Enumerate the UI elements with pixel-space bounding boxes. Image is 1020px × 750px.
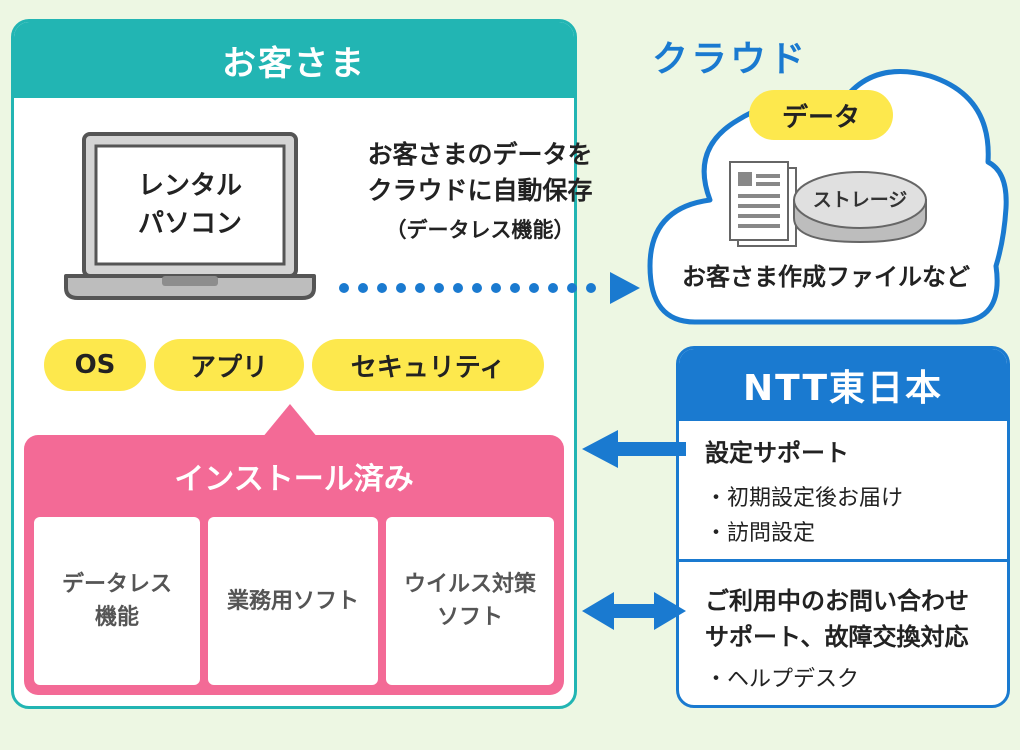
dotted-arrow-to-cloud	[339, 272, 640, 304]
dataless-caption: お客さまのデータを クラウドに自動保存	[330, 137, 630, 208]
ntt-section1-title: 設定サポート	[705, 439, 849, 467]
cloud-title: クラウド	[652, 39, 809, 80]
laptop-label: レンタル パソコン	[96, 168, 284, 243]
ntt-panel: NTT東日本 設定サポート ・初期設定後お届け ・訪問設定 ご利用中のお問い合わ…	[676, 346, 1010, 708]
laptop-label-line2: パソコン	[137, 208, 242, 239]
storage-label: ストレージ	[812, 189, 908, 211]
pill-os: OS	[44, 339, 146, 391]
document-icon	[729, 161, 797, 247]
caption-line1: お客さまのデータを	[367, 140, 593, 169]
pill-app: アプリ	[154, 339, 304, 391]
caption-line2: クラウドに自動保存	[367, 175, 593, 205]
pink-pointer	[262, 404, 318, 438]
installed-title: インストール済み	[174, 462, 414, 497]
ntt-section1-item-2: ・訪問設定	[705, 521, 816, 546]
ntt-section2-title-1: ご利用中のお問い合わせ	[705, 587, 969, 615]
installed-item-antivirus: ウイルス対策 ソフト	[386, 517, 554, 685]
ntt-divider	[679, 559, 1007, 562]
customer-title: お客さま	[14, 22, 574, 98]
arrow-bidirectional	[582, 592, 686, 630]
pill-security: セキュリティ	[312, 339, 544, 391]
laptop-icon	[64, 132, 316, 300]
storage-disk-icon	[793, 171, 927, 244]
cloud-data-pill: データ	[749, 90, 893, 140]
installed-box: インストール済み データレス 機能 業務用ソフト ウイルス対策 ソフト	[24, 435, 564, 695]
caption-sub: （データレス機能）	[385, 218, 575, 242]
cloud-caption: お客さま作成ファイルなど	[682, 263, 970, 291]
ntt-section2-item-1: ・ヘルプデスク	[705, 667, 860, 692]
ntt-section2-title-2: サポート、故障交換対応	[705, 623, 969, 651]
laptop-label-line1: レンタル	[137, 171, 242, 201]
installed-item-dataless: データレス 機能	[34, 517, 200, 685]
installed-item-business-soft: 業務用ソフト	[208, 517, 378, 685]
arrow-ntt-to-customer	[582, 430, 686, 468]
ntt-title: NTT東日本	[679, 349, 1007, 421]
ntt-section1-item-1: ・初期設定後お届け	[705, 486, 904, 511]
